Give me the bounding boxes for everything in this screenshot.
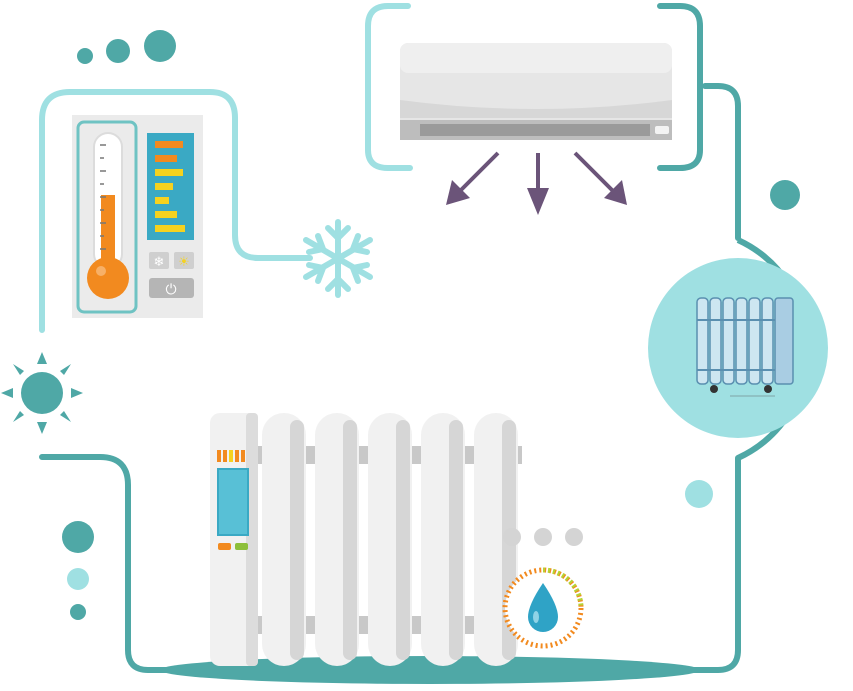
svg-text:❄: ❄ (154, 255, 165, 270)
connector-line-light (39, 89, 313, 333)
ac-bracket-left (365, 3, 413, 171)
decorative-dots-left (62, 521, 94, 620)
connector-line-dark (702, 83, 741, 241)
svg-text:☀: ☀ (178, 255, 190, 270)
decorative-dot-right-light (685, 480, 713, 508)
snowflake-icon (303, 219, 373, 298)
oil-heater (648, 258, 828, 438)
sun-icon (1, 352, 83, 434)
connector-line-left-bottom (39, 454, 203, 673)
decorative-dot-right-dark (770, 180, 800, 210)
ac-bracket-right (657, 3, 703, 171)
radiator-button-orange[interactable] (218, 543, 231, 550)
decorative-dots-top (77, 30, 176, 64)
heat-dots (503, 528, 583, 546)
air-flow-arrows (446, 151, 627, 215)
humidity-dial (502, 567, 584, 649)
level-bars (155, 141, 185, 232)
thermometer (87, 132, 129, 299)
radiator-indicator (217, 450, 245, 462)
radiator-button-green[interactable] (235, 543, 248, 550)
connector-line-bottom-right (597, 455, 741, 673)
power-button[interactable] (149, 278, 194, 298)
power-icon: ⏻ (165, 282, 176, 298)
snowflake-button[interactable] (149, 252, 169, 269)
radiator-fins (262, 413, 518, 666)
air-conditioner (400, 43, 672, 140)
radiator (210, 413, 522, 666)
sun-button[interactable] (174, 252, 194, 269)
